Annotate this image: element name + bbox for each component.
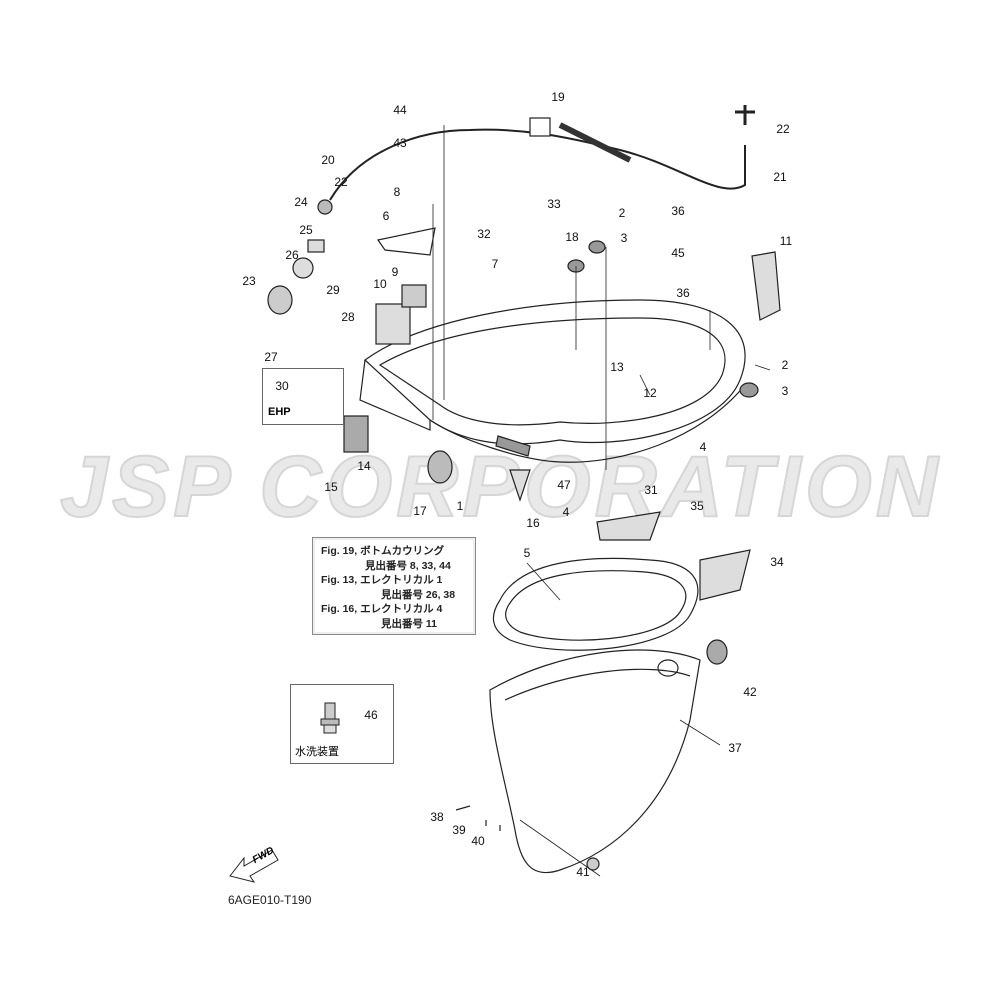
callout-23: 23 xyxy=(242,274,256,288)
callout-12: 12 xyxy=(643,386,657,400)
callout-46: 46 xyxy=(364,708,378,722)
callout-18: 18 xyxy=(565,230,579,244)
callout-6: 6 xyxy=(382,209,390,223)
callout-34: 34 xyxy=(770,555,784,569)
callout-43: 43 xyxy=(393,136,407,150)
callout-42: 42 xyxy=(743,685,757,699)
ehp-label: EHP xyxy=(268,406,291,418)
lower-cowling-37 xyxy=(489,649,701,874)
callout-33: 33 xyxy=(547,197,561,211)
callout-21: 21 xyxy=(773,170,787,184)
callout-11: 11 xyxy=(779,234,793,248)
callout-16: 16 xyxy=(526,516,540,530)
ehp-inset-box: EHP xyxy=(262,368,344,425)
cable xyxy=(329,128,746,201)
callout-29: 29 xyxy=(326,283,340,297)
callout-30: 30 xyxy=(275,379,289,393)
callout-47: 47 xyxy=(557,478,571,492)
callout-7: 7 xyxy=(491,257,499,271)
callout-26: 26 xyxy=(285,248,299,262)
callout-15: 15 xyxy=(324,480,338,494)
fwd-arrow-icon xyxy=(229,849,279,883)
callout-13: 13 xyxy=(610,360,624,374)
drawing-code: 6AGE010-T190 xyxy=(228,893,312,907)
note-fig-19: Fig. 19, ボトムカウリング xyxy=(321,545,445,557)
callout-37: 37 xyxy=(728,741,742,755)
callout-27: 27 xyxy=(264,350,278,364)
callout-2: 2 xyxy=(781,358,789,372)
seal-5 xyxy=(492,557,699,651)
callout-45: 45 xyxy=(671,246,685,260)
callout-36: 36 xyxy=(676,286,690,300)
callout-44: 44 xyxy=(393,103,407,117)
callout-31: 31 xyxy=(644,483,658,497)
callout-25: 25 xyxy=(299,223,313,237)
callout-40: 40 xyxy=(471,834,485,848)
callout-5: 5 xyxy=(523,546,531,560)
callout-39: 39 xyxy=(452,823,466,837)
callout-1: 1 xyxy=(456,499,464,513)
callout-35: 35 xyxy=(690,499,704,513)
callout-20: 20 xyxy=(321,153,335,167)
callout-17: 17 xyxy=(413,504,427,518)
cross-reference-note: Fig. 19, ボトムカウリング 見出番号 8, 33, 44 Fig. 13… xyxy=(312,537,476,635)
callout-8: 8 xyxy=(393,185,401,199)
callout-36: 36 xyxy=(671,204,685,218)
note-ref-19: 見出番号 8, 33, 44 xyxy=(365,559,451,572)
callout-38: 38 xyxy=(430,810,444,824)
callout-10: 10 xyxy=(373,277,387,291)
callout-22: 22 xyxy=(776,122,790,136)
watermark: JSP CORPORATION xyxy=(59,438,942,536)
callout-32: 32 xyxy=(477,227,491,241)
note-ref-13: 見出番号 26, 38 xyxy=(381,588,456,601)
callout-9: 9 xyxy=(391,265,399,279)
flush-fitting-icon xyxy=(320,702,340,734)
callout-14: 14 xyxy=(357,459,371,473)
callout-3: 3 xyxy=(620,231,628,245)
callout-22: 22 xyxy=(334,175,348,189)
note-ref-16: 見出番号 11 xyxy=(381,617,438,630)
flush-device-label: 水洗装置 xyxy=(295,746,339,758)
callout-4: 4 xyxy=(699,440,707,454)
callout-4: 4 xyxy=(562,505,570,519)
callout-3: 3 xyxy=(781,384,789,398)
callout-41: 41 xyxy=(576,865,590,879)
callout-28: 28 xyxy=(341,310,355,324)
note-fig-16: Fig. 16, エレクトリカル 4 xyxy=(321,603,443,615)
callout-2: 2 xyxy=(618,206,626,220)
callout-19: 19 xyxy=(551,90,565,104)
flush-device-inset-box: 水洗装置 xyxy=(290,684,394,764)
callout-24: 24 xyxy=(294,195,308,209)
note-fig-13: Fig. 13, エレクトリカル 1 xyxy=(321,574,443,586)
